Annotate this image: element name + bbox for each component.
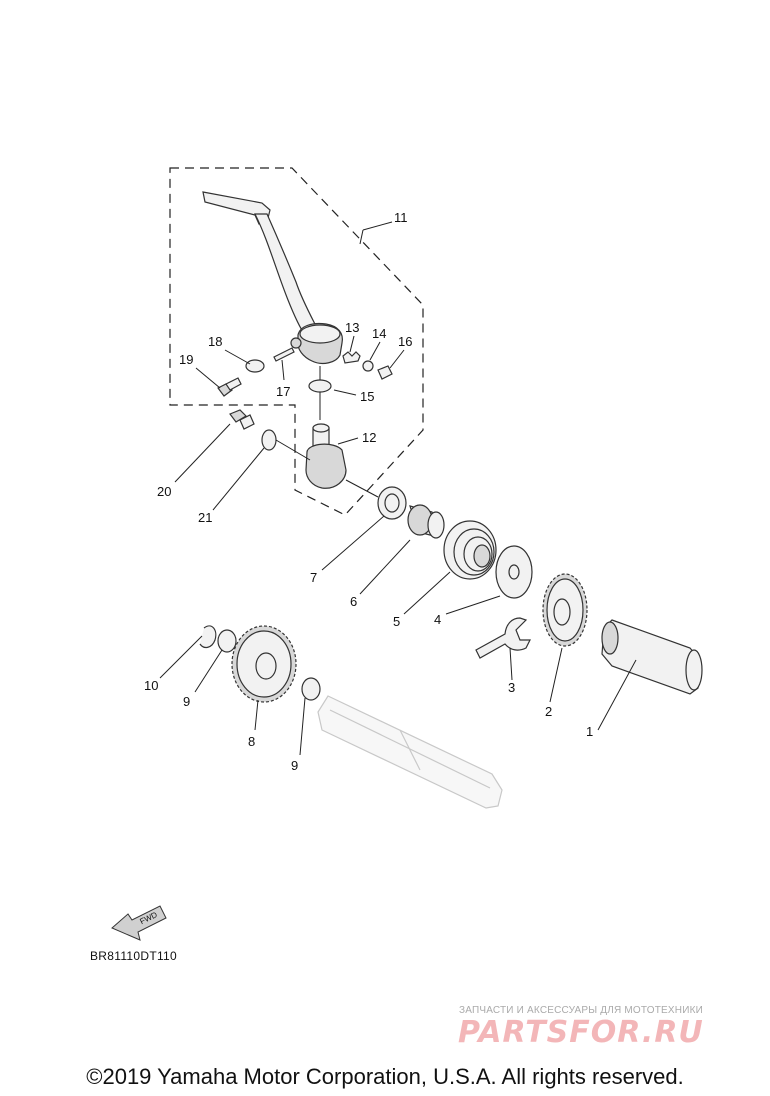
watermark-tagline: ЗАПЧАСТИ И АКСЕССУАРЫ ДЛЯ МОТОТЕХНИКИ bbox=[459, 1005, 704, 1016]
torsion-spring-5 bbox=[443, 520, 497, 580]
bolt-19 bbox=[217, 377, 242, 397]
oil-seal-7 bbox=[377, 486, 407, 520]
diagram-code: BR81110DT110 bbox=[90, 949, 177, 963]
kick-crank-assembly-boundary bbox=[169, 167, 424, 516]
label-8: 8 bbox=[248, 734, 255, 749]
label-10: 10 bbox=[144, 678, 158, 693]
leader-lines bbox=[159, 221, 637, 756]
plug-16 bbox=[377, 365, 393, 380]
washer-21 bbox=[261, 429, 277, 451]
washer-4 bbox=[495, 545, 533, 599]
ball-14 bbox=[362, 360, 374, 372]
washer-9-lower bbox=[301, 677, 321, 701]
label-21: 21 bbox=[198, 510, 212, 525]
label-5: 5 bbox=[393, 614, 400, 629]
label-9-left: 9 bbox=[183, 694, 190, 709]
collar-6 bbox=[407, 504, 445, 539]
label-19: 19 bbox=[179, 352, 193, 367]
main-axle-ghost bbox=[317, 695, 503, 809]
label-12: 12 bbox=[362, 430, 376, 445]
kick-crank-lever bbox=[202, 191, 343, 365]
kick-axle-boss-12 bbox=[305, 423, 347, 489]
label-20: 20 bbox=[157, 484, 171, 499]
label-4: 4 bbox=[434, 612, 441, 627]
label-1: 1 bbox=[586, 724, 593, 739]
circlip-10 bbox=[199, 625, 217, 649]
label-11: 11 bbox=[394, 210, 408, 225]
label-17: 17 bbox=[276, 384, 290, 399]
idle-gear-8 bbox=[231, 625, 297, 703]
label-6: 6 bbox=[350, 594, 357, 609]
ratchet-gear-2 bbox=[542, 573, 588, 647]
kick-axle-1 bbox=[601, 619, 703, 695]
label-13: 13 bbox=[345, 320, 359, 335]
o-ring-15 bbox=[308, 379, 332, 393]
label-18: 18 bbox=[208, 334, 222, 349]
washer-9-upper bbox=[217, 629, 237, 653]
fwd-arrow-icon: FWD bbox=[111, 905, 167, 941]
clip-3 bbox=[475, 617, 531, 659]
pin-17 bbox=[273, 347, 295, 362]
label-14: 14 bbox=[372, 326, 386, 341]
spring-13 bbox=[342, 351, 361, 364]
washer-18 bbox=[245, 359, 265, 373]
label-15: 15 bbox=[360, 389, 374, 404]
label-16: 16 bbox=[398, 334, 412, 349]
watermark-logo: PARTSFOR.RU bbox=[458, 1015, 704, 1050]
label-3: 3 bbox=[508, 680, 515, 695]
bolt-20 bbox=[229, 409, 255, 430]
copyright-notice: ©2019 Yamaha Motor Corporation, U.S.A. A… bbox=[86, 1064, 684, 1089]
label-2: 2 bbox=[545, 704, 552, 719]
label-7: 7 bbox=[310, 570, 317, 585]
label-9-lower: 9 bbox=[291, 758, 298, 773]
